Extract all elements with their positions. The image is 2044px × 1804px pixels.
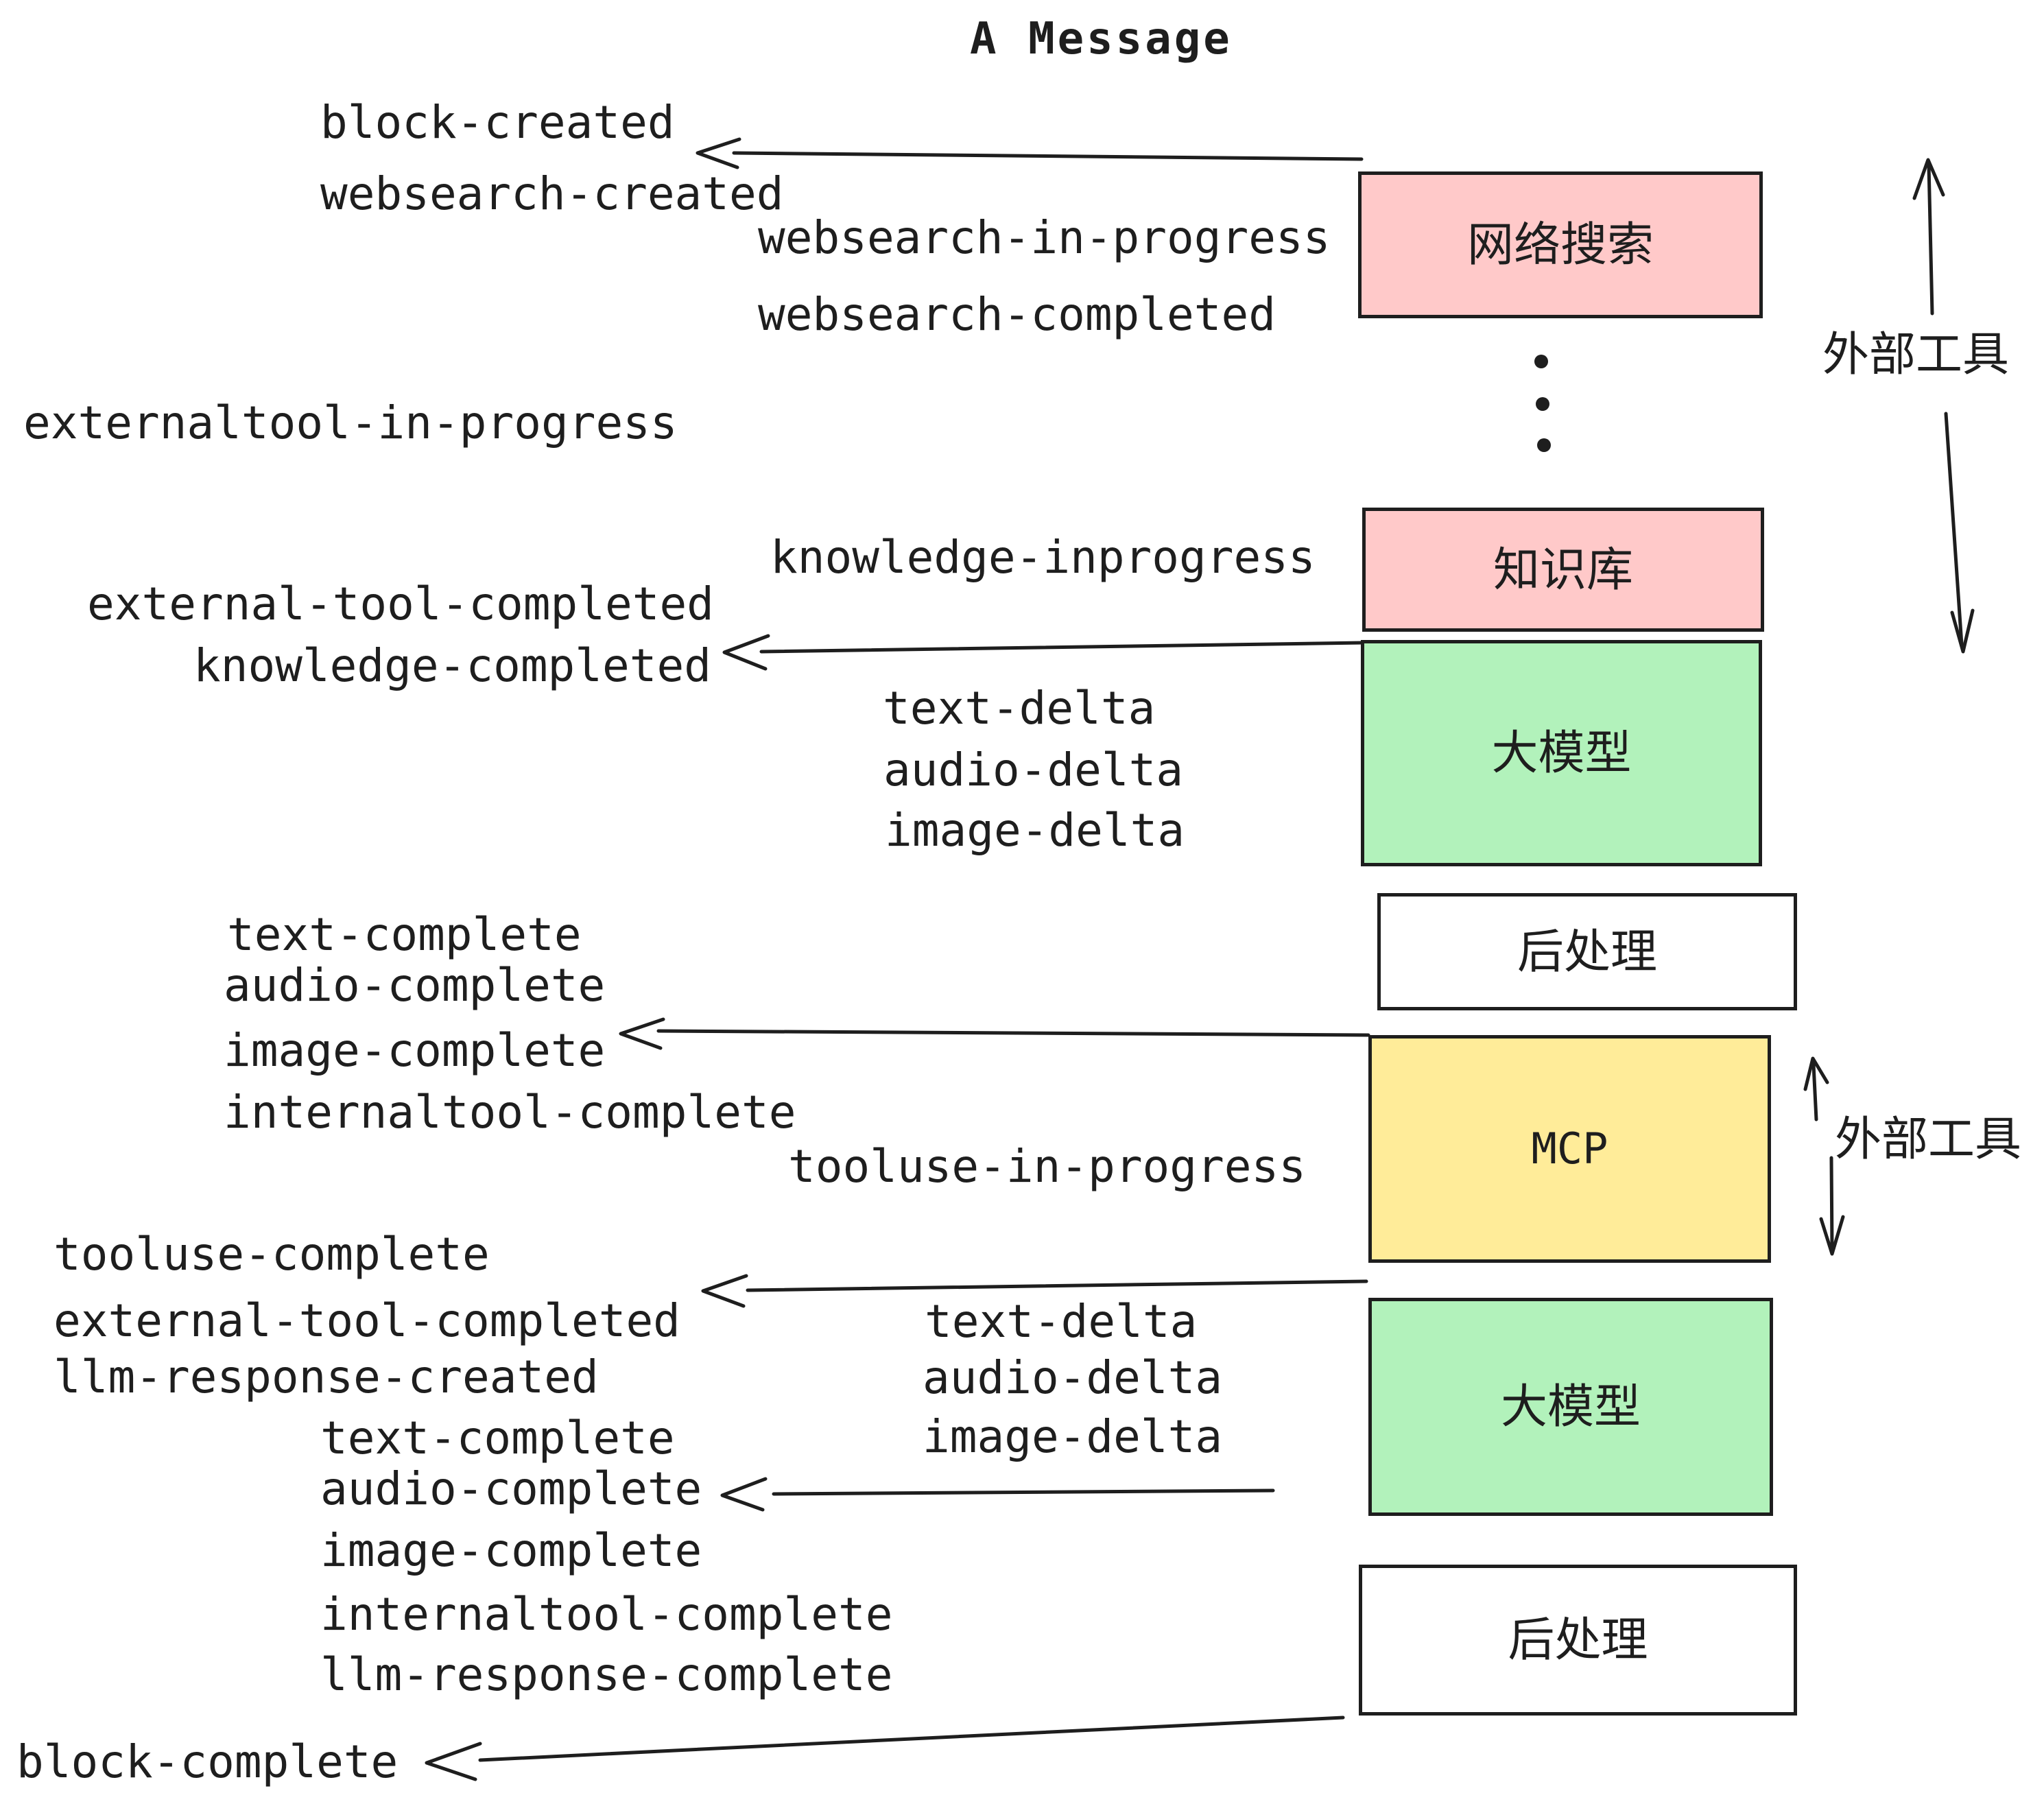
knowledge-box: 知识库 <box>1362 508 1764 632</box>
knowledge-box-label: 知识库 <box>1493 543 1633 596</box>
mcp-box: MCP <box>1368 1035 1771 1263</box>
websearch-box: 网络搜索 <box>1358 171 1763 318</box>
external-range-2-up-shaft <box>1811 1063 1818 1121</box>
arrow-audio-complete-shaft <box>772 1488 1275 1496</box>
event-label-tooluse-in-progress: tooluse-in-progress <box>788 1140 1306 1193</box>
event-label-audio-delta-1: audio-delta <box>883 744 1184 796</box>
arrow-block-complete-head <box>425 1742 482 1781</box>
event-label-text-delta-2: text-delta <box>925 1295 1198 1348</box>
mcp-box-label: MCP <box>1531 1124 1608 1174</box>
event-label-internaltool-complete-1: internaltool-complete <box>224 1086 796 1139</box>
external-range-1-down-shaft <box>1944 412 1964 647</box>
event-label-llm-response-created: llm-response-created <box>54 1351 599 1403</box>
event-label-websearch-in-progress: websearch-in-progress <box>758 211 1331 264</box>
external-range-1-up-head <box>1912 158 1945 200</box>
external-range-1-down-head <box>1950 608 1975 654</box>
event-label-image-complete-1: image-complete <box>224 1024 606 1077</box>
external-range-1-up-shaft <box>1927 163 1934 316</box>
event-label-block-complete: block-complete <box>16 1735 399 1788</box>
arrow-image-complete-shaft <box>656 1029 1370 1037</box>
event-label-image-complete-2: image-complete <box>320 1524 702 1577</box>
arrow-block-complete-shaft <box>478 1716 1345 1762</box>
diagram-title: A Message <box>970 14 1233 64</box>
external-tools-label-2: 外部工具 <box>1835 1113 2022 1165</box>
websearch-box-label: 网络搜索 <box>1466 219 1654 271</box>
postprocess-box-2-label: 后处理 <box>1508 1614 1648 1666</box>
event-label-websearch-created: websearch-created <box>320 167 784 220</box>
arrow-websearch-created-shaft <box>732 151 1364 161</box>
arrow-tooluse-shaft <box>746 1279 1368 1292</box>
event-label-knowledge-completed: knowledge-completed <box>193 639 711 692</box>
event-label-knowledge-inprogress: knowledge-inprogress <box>770 531 1316 584</box>
llm-box-1-label: 大模型 <box>1491 727 1632 779</box>
llm-box-1: 大模型 <box>1361 640 1762 866</box>
event-label-websearch-completed: websearch-completed <box>758 288 1276 341</box>
event-label-image-delta-2: image-delta <box>923 1410 1223 1463</box>
event-label-internaltool-complete-2: internaltool-complete <box>320 1588 893 1641</box>
ellipsis-dot-1 <box>1534 355 1548 368</box>
event-label-audio-complete-1: audio-complete <box>224 959 606 1012</box>
event-label-external-tool-completed-1: external-tool-completed <box>87 578 714 630</box>
event-label-audio-delta-2: audio-delta <box>923 1351 1223 1404</box>
external-range-2-down-head <box>1819 1215 1845 1256</box>
postprocess-box-1: 后处理 <box>1377 893 1797 1010</box>
event-label-tooluse-complete: tooluse-complete <box>54 1228 490 1281</box>
external-range-2-down-shaft <box>1829 1156 1834 1252</box>
postprocess-box-1-label: 后处理 <box>1517 925 1657 978</box>
event-label-audio-complete-2: audio-complete <box>320 1462 702 1515</box>
external-tools-label-1: 外部工具 <box>1822 329 2010 381</box>
event-label-llm-response-complete: llm-response-complete <box>320 1648 893 1701</box>
event-label-external-tool-completed-2: external-tool-completed <box>54 1294 680 1347</box>
event-label-block-created: block-created <box>320 96 675 149</box>
arrow-image-complete-head <box>619 1017 665 1050</box>
ellipsis-dot-3 <box>1537 438 1551 452</box>
arrow-knowledge-completed-head <box>722 634 770 671</box>
event-label-image-delta-1: image-delta <box>885 804 1185 857</box>
arrow-tooluse-head <box>701 1274 748 1308</box>
arrow-websearch-created-head <box>696 137 741 169</box>
event-label-text-delta-1: text-delta <box>883 682 1156 735</box>
external-range-2-up-head <box>1803 1056 1829 1091</box>
arrow-audio-complete-head <box>720 1477 768 1512</box>
ellipsis-dot-2 <box>1536 397 1549 411</box>
event-label-text-complete-1: text-complete <box>227 908 582 961</box>
arrow-knowledge-completed-shaft <box>759 641 1366 654</box>
event-label-externaltool-in-progress: externaltool-in-progress <box>23 396 678 449</box>
llm-box-2: 大模型 <box>1368 1298 1773 1516</box>
llm-box-2-label: 大模型 <box>1500 1381 1641 1433</box>
postprocess-box-2: 后处理 <box>1359 1565 1797 1716</box>
event-label-text-complete-2: text-complete <box>320 1412 675 1464</box>
